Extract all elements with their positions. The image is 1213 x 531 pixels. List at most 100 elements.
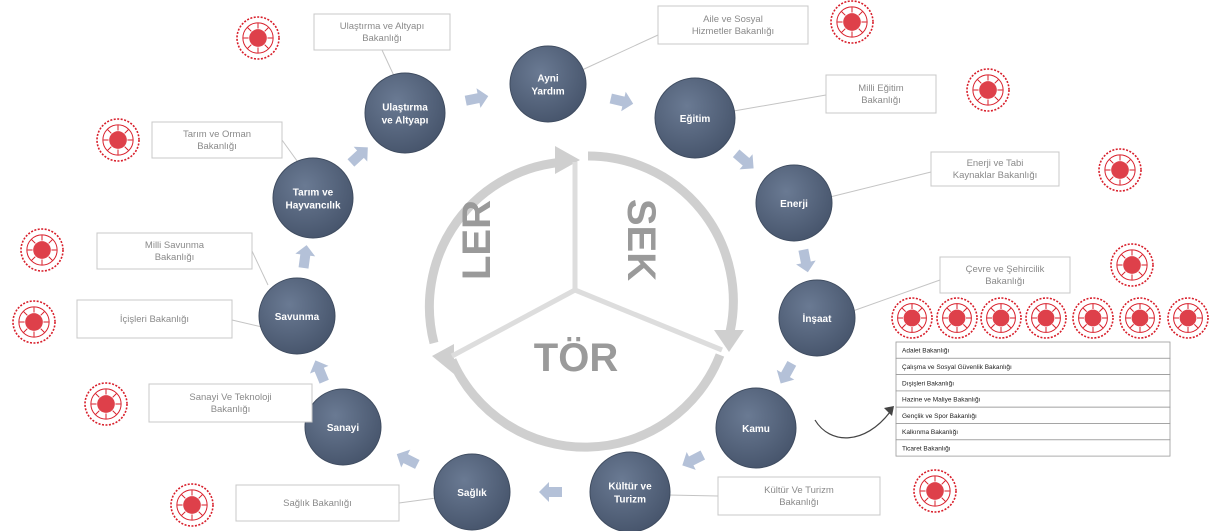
- connector-line-saglik: [398, 497, 437, 504]
- ministry-seal-icon: [236, 16, 280, 60]
- ring-divider-left: [450, 287, 577, 359]
- kamu-link-arrowhead: [884, 406, 894, 416]
- ring-arc-ler: [424, 157, 566, 345]
- node-circle: [589, 451, 671, 531]
- ministry-name: Tarım ve Orman: [183, 129, 251, 140]
- ministry-box-saglik: Sağlık Bakanlığı: [235, 484, 400, 522]
- kamu-link-curve: [814, 411, 891, 439]
- node-egitim[interactable]: Eğitim: [654, 77, 736, 159]
- node-ulastirma[interactable]: Ulaştırma ve Altyapı: [364, 72, 446, 154]
- segment-label-ler: LER: [455, 200, 499, 280]
- flow-arrow: [396, 449, 420, 469]
- node-label: Turizm: [614, 495, 646, 506]
- connector-line-egitim: [727, 94, 827, 113]
- node-tarim[interactable]: Tarım ve Hayvancılık: [272, 157, 354, 239]
- connector-line-insaat: [849, 279, 941, 313]
- ring-arc-sek: [587, 151, 738, 333]
- ministry-name: Hizmetler Bakanlığı: [692, 26, 774, 37]
- node-label: Enerji: [780, 199, 808, 210]
- ministry-seal-icon: [84, 382, 128, 426]
- ministry-name: Çevre ve Şehircilik: [966, 264, 1045, 275]
- ministry-name: Milli Savunma: [145, 240, 205, 251]
- kamu-ministry-row: Ticaret Bakanlığı: [895, 439, 1171, 457]
- flow-arrow: [776, 360, 797, 384]
- node-circle: [433, 453, 511, 531]
- ministry-name: Bakanlığı: [211, 404, 251, 415]
- node-circle: [509, 45, 587, 123]
- flow-arrow: [295, 245, 316, 269]
- node-circle: [755, 164, 833, 242]
- kamu-ministry-seal-icon: [936, 297, 978, 339]
- kamu-ministry-name: Gençlik ve Spor Bakanlığı: [902, 413, 977, 420]
- node-label: Ulaştırma: [382, 103, 428, 114]
- node-label: İnşaat: [803, 312, 833, 325]
- ministry-logos: [12, 0, 1209, 527]
- kamu-ministry-row: Adalet Bakanlığı: [895, 341, 1171, 359]
- kamu-ministry-name: Dışişleri Bakanlığı: [902, 380, 954, 387]
- node-label: ve Altyapı: [382, 116, 429, 127]
- ministry-seal-icon: [966, 68, 1010, 112]
- kamu-ministry-seal-icon: [1119, 297, 1161, 339]
- ministry-seal-icon: [913, 469, 957, 513]
- node-savunma[interactable]: Savunma: [258, 277, 336, 355]
- ministry-name: Bakanlığı: [155, 252, 195, 263]
- connector-line-kultur-turizm: [667, 494, 719, 497]
- flow-arrows: [295, 88, 816, 502]
- segment-label-sek: SEK: [619, 199, 663, 281]
- kamu-ministry-seal-icon: [1167, 297, 1209, 339]
- ring-arrowhead-top: [555, 146, 580, 174]
- node-label: Sanayi: [327, 423, 359, 434]
- ring-divider-right: [574, 287, 723, 353]
- ring-arc-tor: [447, 353, 725, 452]
- kamu-ministry-name: Ticaret Bakanlığı: [902, 445, 951, 452]
- node-kamu[interactable]: Kamu: [715, 387, 797, 469]
- node-label: Ayni: [537, 74, 559, 85]
- node-circle: [364, 72, 446, 154]
- connector-line-enerji: [825, 171, 932, 199]
- node-insaat[interactable]: İnşaat: [778, 279, 856, 357]
- ministry-name: Bakanlığı: [861, 95, 901, 106]
- ministry-seal-icon: [830, 0, 874, 44]
- node-label: Tarım ve: [293, 188, 334, 199]
- node-circle: [654, 77, 736, 159]
- node-label: Hayvancılık: [285, 201, 340, 212]
- ring-arrowhead-left: [432, 344, 454, 374]
- kamu-ministry-row: Çalışma ve Sosyal Güvenlik Bakanlığı: [895, 357, 1171, 375]
- kamu-ministry-row: Gençlik ve Spor Bakanlığı: [895, 406, 1171, 424]
- node-enerji[interactable]: Enerji: [755, 164, 833, 242]
- ministry-name: Bakanlığı: [985, 276, 1025, 287]
- ministry-seal-icon: [20, 228, 64, 272]
- node-sanayi[interactable]: Sanayi: [304, 388, 382, 466]
- node-label: Sağlık: [457, 488, 487, 499]
- flow-arrow: [682, 450, 706, 470]
- ministry-name: Sağlık Bakanlığı: [283, 498, 352, 509]
- node-label: Eğitim: [680, 114, 711, 125]
- kamu-ministry-name: Adalet Bakanlığı: [902, 348, 950, 355]
- ministry-name: Milli Eğitim: [858, 83, 903, 94]
- kamu-ministry-name: Çalışma ve Sosyal Güvenlik Bakanlığı: [902, 364, 1012, 371]
- segment-label-tor: TÖR: [534, 335, 619, 380]
- flow-arrow: [732, 149, 754, 170]
- ministry-name: Kültür Ve Turizm: [764, 485, 834, 496]
- kamu-ministry-row: Kalkınma Bakanlığı: [895, 423, 1171, 441]
- node-saglik[interactable]: Sağlık: [433, 453, 511, 531]
- connector-line-savunma: [231, 319, 263, 328]
- kamu-ministry-seal-icon: [891, 297, 933, 339]
- ministry-name: Kaynaklar Bakanlığı: [953, 170, 1038, 181]
- ministry-name: Aile ve Sosyal: [703, 14, 763, 25]
- connector-line-ulastirma: [381, 49, 396, 79]
- ministry-name: Bakanlığı: [197, 141, 237, 152]
- kamu-ministry-row: Hazine ve Maliye Bakanlığı: [895, 390, 1171, 408]
- ministry-box-savunma: İçişleri Bakanlığı: [76, 299, 233, 339]
